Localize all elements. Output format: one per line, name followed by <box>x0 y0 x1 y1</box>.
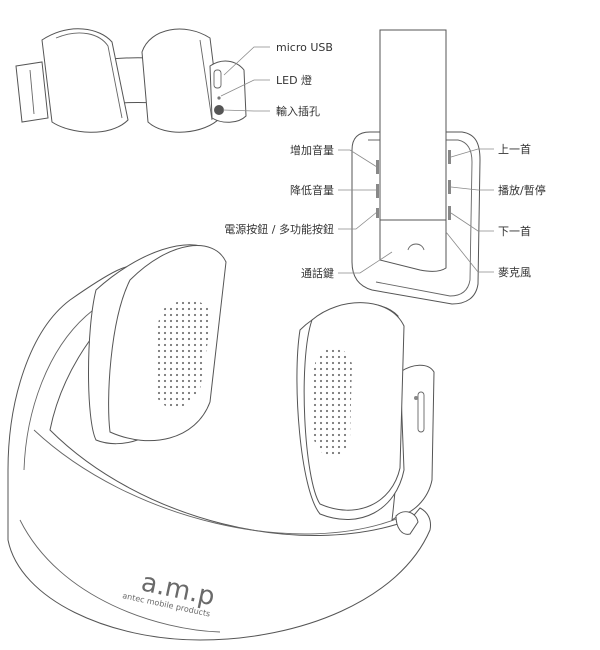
power-multifunction-label: 電源按鈕 / 多功能按鈕 <box>224 222 334 236</box>
call-key-label: 通話鍵 <box>301 266 334 280</box>
microphone-label: 麥克風 <box>498 266 531 279</box>
previous-track-label: 上一首 <box>498 142 531 156</box>
right-callout-lines <box>445 148 494 273</box>
top-left-callout-lines <box>220 46 270 112</box>
left-callout-lines <box>338 149 393 274</box>
input-jack-label: 輸入插孔 <box>276 104 320 118</box>
volume-up-label: 增加音量 <box>290 143 334 157</box>
volume-down-label: 降低音量 <box>290 183 334 197</box>
play-pause-label: 播放/暫停 <box>498 183 546 197</box>
next-track-label: 下一首 <box>498 224 531 238</box>
ear-cup-detail-illustration <box>351 29 481 305</box>
led-label: LED 燈 <box>276 73 312 87</box>
main-headset-illustration <box>7 244 435 641</box>
micro-usb-label: micro USB <box>276 41 333 54</box>
folded-headset-illustration <box>15 28 247 133</box>
